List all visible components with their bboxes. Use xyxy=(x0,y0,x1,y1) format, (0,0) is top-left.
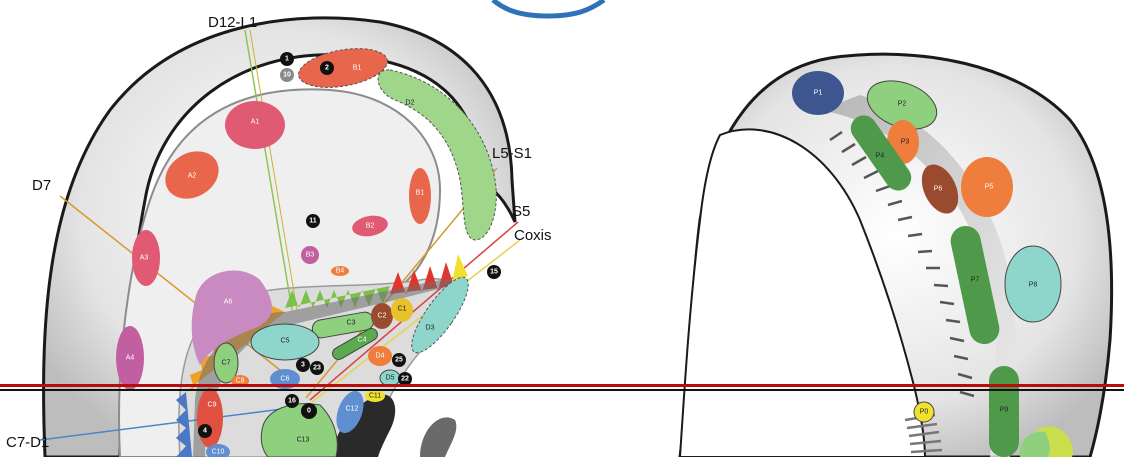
zone-p5-label: P5 xyxy=(985,184,994,191)
zone-c12-label: C12 xyxy=(346,406,359,413)
zone-b4-label: B4 xyxy=(336,268,345,275)
point-25-label: 25 xyxy=(395,357,403,364)
zone-p9-label: P9 xyxy=(1000,407,1009,414)
zone-a6-label: A6 xyxy=(224,299,233,306)
zone-p1-label: P1 xyxy=(814,90,823,97)
point-15-label: 15 xyxy=(490,269,498,276)
zone-c8-label: C8 xyxy=(236,378,245,385)
zone-d3-label: D3 xyxy=(426,325,435,332)
divider-black-line xyxy=(0,389,1124,391)
zone-c3-label: C3 xyxy=(347,320,356,327)
tragus-shadow xyxy=(420,417,456,457)
zone-p2-label: P2 xyxy=(898,101,907,108)
top-blue-circle xyxy=(493,0,604,16)
zone-c13-label: C13 xyxy=(297,437,310,444)
label-s5: S5 xyxy=(512,203,530,220)
label-coxis: Coxis xyxy=(514,227,552,244)
right-ear: P1 P2 P3 P4 P6 P5 P7 P8 P9 P0 xyxy=(680,54,1112,457)
zone-c11-label: C11 xyxy=(369,393,381,400)
zone-c7-label: C7 xyxy=(222,360,231,367)
zone-c9 xyxy=(197,388,223,448)
label-d12-l1: D12-L1 xyxy=(208,14,257,31)
point-22-label: 22 xyxy=(401,376,409,383)
point-0-label: 0 xyxy=(307,408,311,415)
point-23-label: 23 xyxy=(313,365,321,372)
zone-c9-label: C9 xyxy=(208,402,217,409)
zone-p8-label: P8 xyxy=(1029,282,1038,289)
label-c7-d1: C7-D1 xyxy=(6,434,49,451)
zone-a1-label: A1 xyxy=(251,119,260,126)
point-2-label: 2 xyxy=(325,65,329,72)
divider-red-line xyxy=(0,384,1124,387)
zone-c1-label: C1 xyxy=(398,306,407,313)
zone-c2-label: C2 xyxy=(378,313,387,320)
zone-a4-label: A4 xyxy=(126,355,135,362)
point-1-label: 1 xyxy=(285,56,289,63)
zone-d2-label: D2 xyxy=(406,100,415,107)
point-10-label: 10 xyxy=(283,72,291,79)
zone-p4-label: P4 xyxy=(876,153,885,160)
zone-p7-label: P7 xyxy=(971,277,980,284)
zone-b3-label: B3 xyxy=(306,252,315,259)
zone-b1-top-label: B1 xyxy=(353,65,362,72)
zone-b1-right-label: B1 xyxy=(416,190,425,197)
zone-b2-label: B2 xyxy=(366,223,375,230)
zone-a2-label: A2 xyxy=(188,173,197,180)
point-3-label: 3 xyxy=(301,362,305,369)
point-4-label: 4 xyxy=(203,428,207,435)
zone-c4-label: C4 xyxy=(358,337,367,344)
zone-c6-label: C6 xyxy=(281,376,290,383)
zone-p0-label: P0 xyxy=(920,409,929,416)
zone-p3-label: P3 xyxy=(901,139,910,146)
label-l5-s1: L5-S1 xyxy=(492,145,532,162)
point-16-label: 16 xyxy=(288,398,296,405)
zone-a3-label: A3 xyxy=(140,255,149,262)
zone-c10-label: C10 xyxy=(212,449,225,456)
point-11-label: 11 xyxy=(309,218,317,225)
zone-d5-label: D5 xyxy=(386,375,395,382)
label-d7: D7 xyxy=(32,177,51,194)
zone-d4-label: D4 xyxy=(376,353,385,360)
zone-c5-label: C5 xyxy=(281,338,290,345)
zone-p6-label: P6 xyxy=(934,186,943,193)
